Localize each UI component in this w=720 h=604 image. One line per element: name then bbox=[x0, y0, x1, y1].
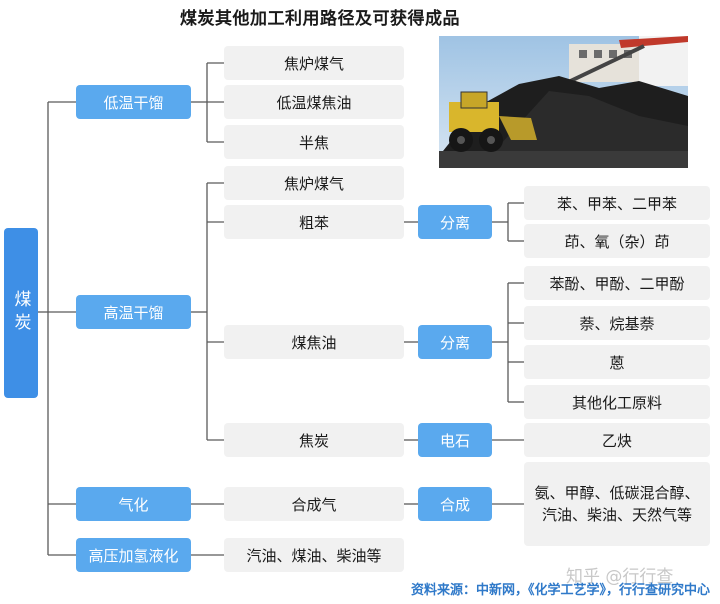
coal-tar-product: 苯酚、甲酚、二甲酚 bbox=[524, 266, 710, 300]
synthesis-products: 氨、甲醇、低碳混合醇、汽油、柴油、天然气等 bbox=[524, 462, 710, 546]
high-temp-coke-gas: 焦炉煤气 bbox=[224, 166, 404, 200]
process-synthesis: 合成 bbox=[418, 487, 492, 521]
crude-benzene: 粗苯 bbox=[224, 205, 404, 239]
high-temp-carbonization: 高温干馏 bbox=[76, 295, 191, 329]
benzene-product: 苯、甲苯、二甲苯 bbox=[524, 186, 710, 220]
process-calcium-carbide: 电石 bbox=[418, 423, 492, 457]
low-temp-product: 低温煤焦油 bbox=[224, 85, 404, 119]
watermark: 知乎 @行行查 bbox=[566, 567, 674, 587]
low-temp-carbonization: 低温干馏 bbox=[76, 85, 191, 119]
process-separation: 分离 bbox=[418, 325, 492, 359]
syngas: 合成气 bbox=[224, 487, 404, 521]
low-temp-product: 半焦 bbox=[224, 125, 404, 159]
coke: 焦炭 bbox=[224, 423, 404, 457]
coal-tar-product: 蒽 bbox=[524, 345, 710, 379]
low-temp-product: 焦炉煤气 bbox=[224, 46, 404, 80]
acetylene-product: 乙炔 bbox=[524, 423, 710, 457]
coal-tar: 煤焦油 bbox=[224, 325, 404, 359]
hydro-liquefaction: 高压加氢液化 bbox=[76, 538, 191, 572]
process-separation: 分离 bbox=[418, 205, 492, 239]
coal-mining-photo bbox=[439, 36, 688, 168]
gasification: 气化 bbox=[76, 487, 191, 521]
coal-tar-product: 萘、烷基萘 bbox=[524, 306, 710, 340]
diagram-title: 煤炭其他加工利用路径及可获得成品 bbox=[180, 9, 460, 29]
liquefaction-products: 汽油、煤油、柴油等 bbox=[224, 538, 404, 572]
source-note: 资料来源：中新网，《化学工艺学》，行行查研究中心 bbox=[410, 583, 710, 598]
coal-tar-product: 其他化工原料 bbox=[524, 385, 710, 419]
root-coal: 煤炭 bbox=[4, 228, 38, 398]
benzene-product: 茚、氧（杂）茚 bbox=[524, 224, 710, 258]
